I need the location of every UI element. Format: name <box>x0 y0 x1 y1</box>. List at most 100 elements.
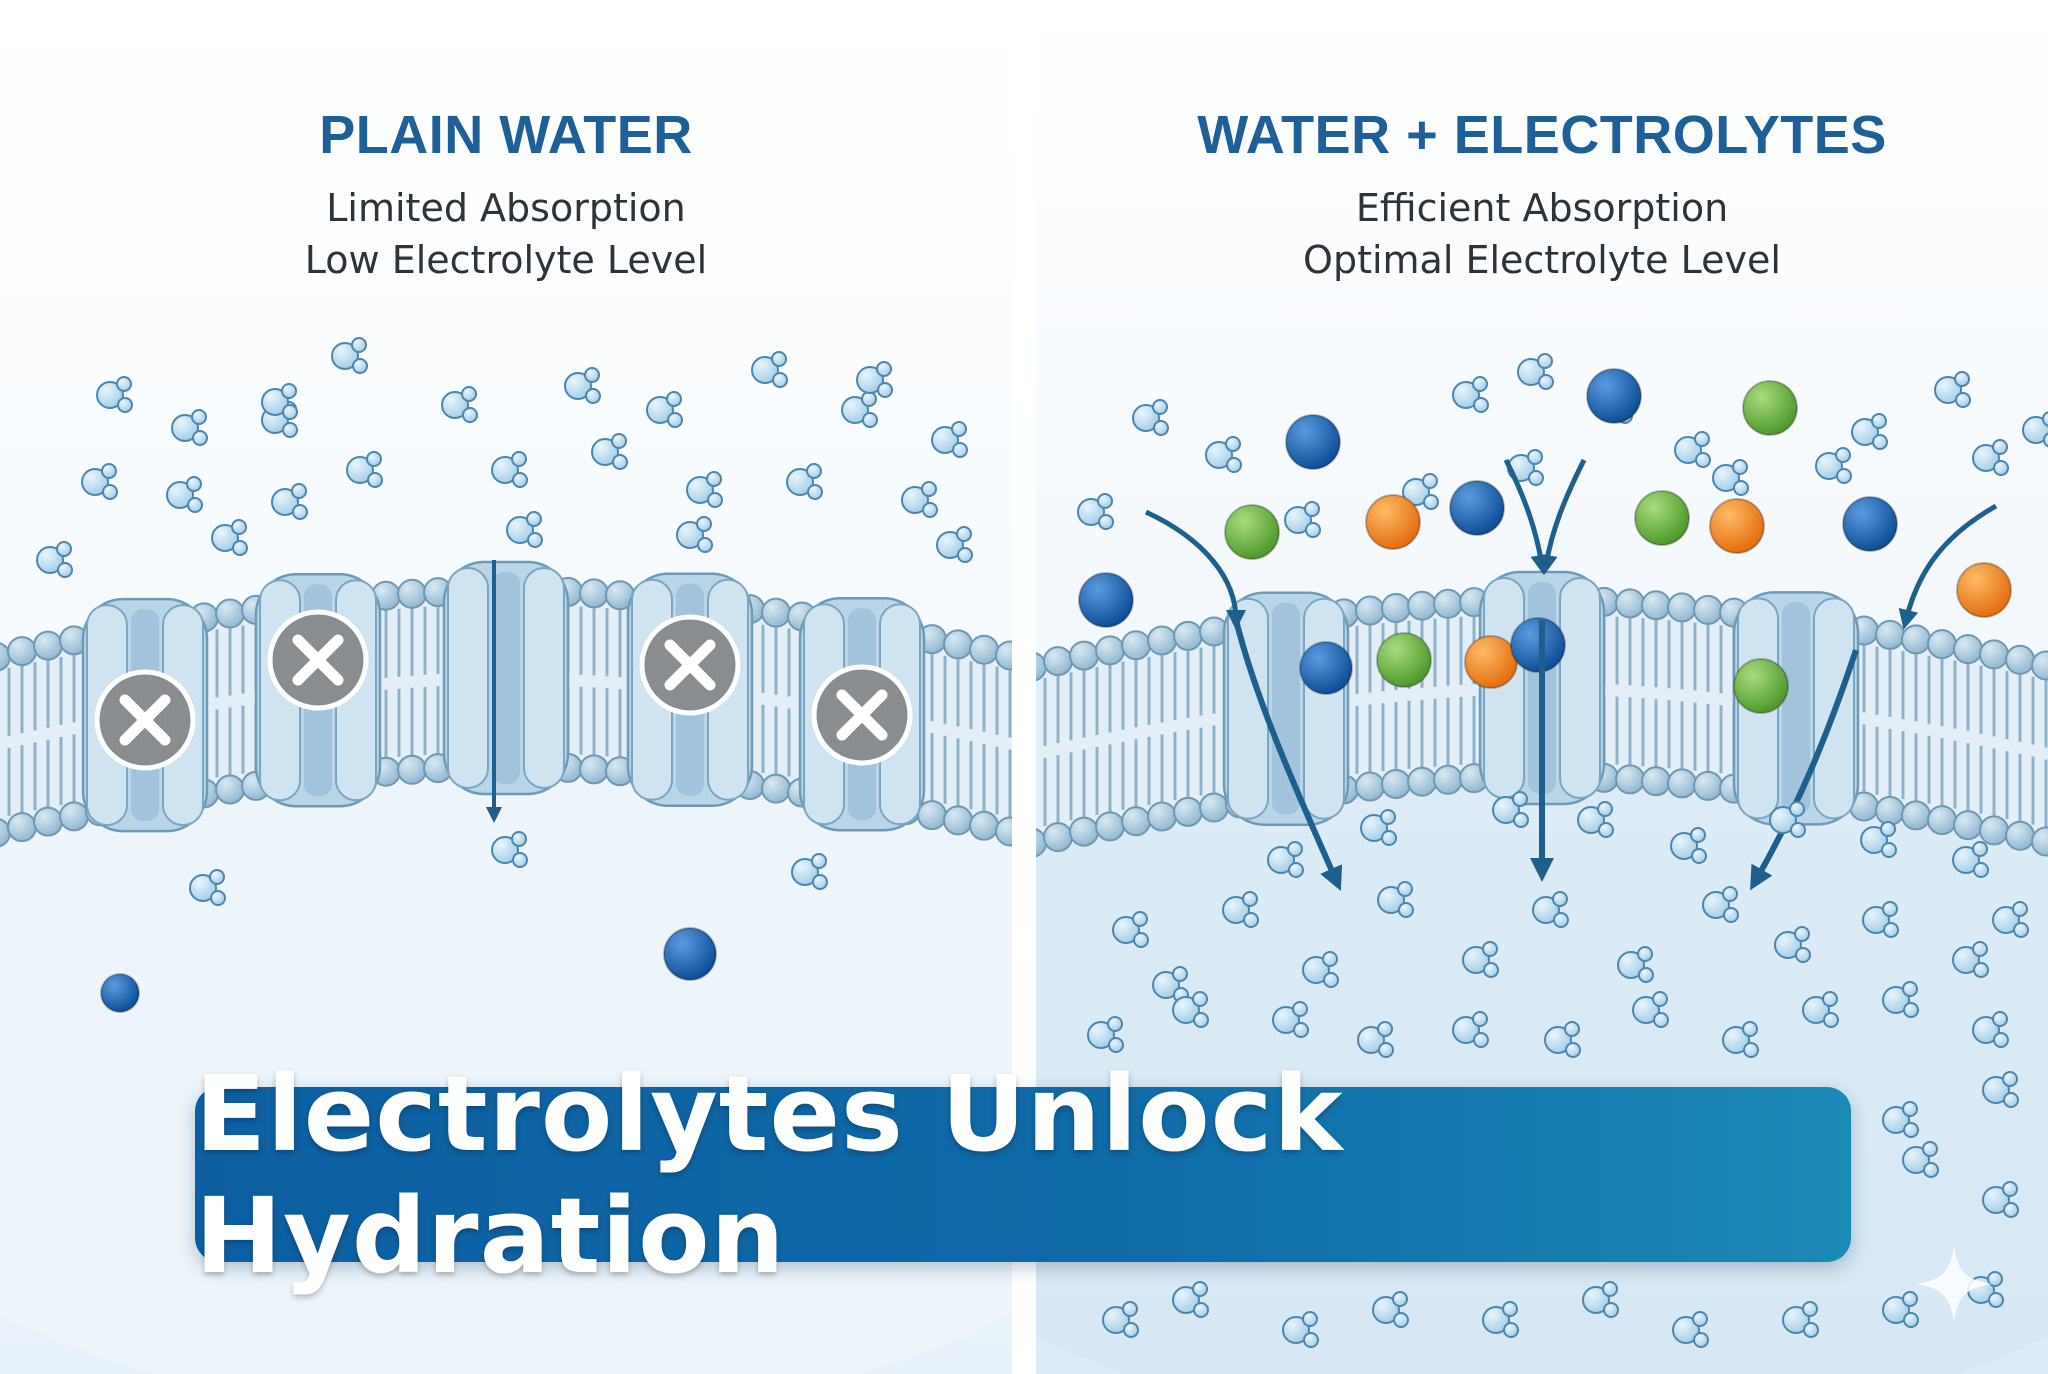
right-subtitle-line-2: Optimal Electrolyte Level <box>1036 234 2048 286</box>
lipid-head <box>1174 622 1202 650</box>
water-molecule-icon <box>507 512 542 547</box>
lipid-head <box>1928 806 1956 834</box>
water-molecule-icon <box>932 422 967 457</box>
water-molecule-icon <box>902 482 937 517</box>
ion-sphere-icon <box>1743 381 1797 435</box>
water-molecule-icon <box>172 410 207 445</box>
water-molecule-icon <box>347 452 382 487</box>
lipid-head <box>1694 772 1722 800</box>
ion-sphere-icon <box>1286 415 1340 469</box>
lipid-head <box>216 600 244 628</box>
water-molecule-icon <box>1852 414 1887 449</box>
lipid-head <box>1902 801 1930 829</box>
lipid-head <box>580 579 608 607</box>
banner: Electrolytes Unlock Hydration <box>195 1087 1851 1262</box>
lipid-head <box>34 632 62 660</box>
water-molecule-icon <box>647 392 682 427</box>
water-molecule-icon <box>1453 377 1488 412</box>
left-subtitle-line-2: Low Electrolyte Level <box>0 234 1012 286</box>
lipid-head <box>1044 647 1072 675</box>
lipid-head <box>1980 640 2008 668</box>
water-molecule-icon <box>2023 412 2048 447</box>
lipid-head <box>1616 765 1644 793</box>
right-header: WATER + ELECTROLYTES Efficient Absorptio… <box>1036 100 2048 286</box>
water-molecule-icon <box>687 472 722 507</box>
left-header: PLAIN WATER Limited Absorption Low Elect… <box>0 100 1012 286</box>
lipid-head <box>1200 794 1228 822</box>
water-molecule-icon <box>937 527 972 562</box>
ion-sphere-icon <box>1300 642 1352 694</box>
ion-sphere-icon <box>1734 659 1788 713</box>
lipid-head <box>1122 631 1150 659</box>
lipid-head <box>8 813 36 841</box>
water-molecule-icon <box>492 452 527 487</box>
lipid-head <box>1096 812 1124 840</box>
right-subtitle: Efficient Absorption Optimal Electrolyte… <box>1036 182 2048 286</box>
water-molecule-icon <box>1133 400 1168 435</box>
lipid-head <box>1954 635 1982 663</box>
water-molecule-icon <box>1206 437 1241 472</box>
lipid-head <box>8 637 36 665</box>
lipid-head <box>580 755 608 783</box>
channel-protein <box>444 562 568 794</box>
ion-sphere-icon <box>1587 369 1641 423</box>
x-circle-icon <box>270 612 366 708</box>
water-molecule-icon <box>1713 460 1748 495</box>
ion-sphere-icon <box>1366 495 1420 549</box>
lipid-head <box>1408 592 1436 620</box>
arrow-down-icon <box>1146 512 1236 620</box>
left-title: PLAIN WATER <box>0 100 1012 170</box>
lipid-head <box>970 636 998 664</box>
lipid-head <box>1148 626 1176 654</box>
ion-sphere-icon <box>1957 563 2011 617</box>
lipid-head <box>1070 818 1098 846</box>
ion-sphere-icon <box>1079 573 1133 627</box>
water-molecule-icon <box>332 338 367 373</box>
ion-sphere-icon <box>1465 636 1517 688</box>
lipid-head <box>1876 797 1904 825</box>
water-molecule-icon <box>1078 494 1113 529</box>
water-molecule-icon <box>677 517 712 552</box>
left-subtitle: Limited Absorption Low Electrolyte Level <box>0 182 1012 286</box>
lipid-head <box>2006 822 2034 850</box>
lipid-head <box>398 580 426 608</box>
lipid-head <box>1876 621 1904 649</box>
right-title: WATER + ELECTROLYTES <box>1036 100 2048 170</box>
lipid-head <box>1174 798 1202 826</box>
water-molecule-icon <box>272 484 307 519</box>
lipid-head <box>1668 769 1696 797</box>
water-molecule-icon <box>1816 448 1851 483</box>
ion-sphere-icon <box>1511 618 1565 672</box>
water-molecule-icon <box>857 362 892 397</box>
lipid-head <box>1148 802 1176 830</box>
lipid-head <box>1954 811 1982 839</box>
ion-sphere-icon <box>101 974 139 1012</box>
lipid-head <box>762 775 790 803</box>
lipid-head <box>1122 807 1150 835</box>
lipid-head <box>944 630 972 658</box>
right-subtitle-line-1: Efficient Absorption <box>1036 182 2048 234</box>
lipid-head <box>216 776 244 804</box>
x-circle-icon <box>642 617 738 713</box>
lipid-head <box>398 756 426 784</box>
ion-sphere-icon <box>1225 505 1279 559</box>
water-molecule-icon <box>1285 502 1320 537</box>
water-molecule-icon <box>1518 354 1553 389</box>
ion-sphere-icon <box>1710 499 1764 553</box>
left-subtitle-line-1: Limited Absorption <box>0 182 1012 234</box>
water-molecule-icon <box>97 377 132 412</box>
lipid-head <box>1694 596 1722 624</box>
lipid-head <box>1928 630 1956 658</box>
x-circle-icon <box>814 667 910 763</box>
lipid-head <box>944 806 972 834</box>
water-molecule-icon <box>1675 432 1710 467</box>
ion-sphere-icon <box>664 928 716 980</box>
water-molecule-icon <box>212 520 247 555</box>
lipid-head <box>1096 636 1124 664</box>
x-circle-icon <box>97 672 193 768</box>
ion-sphere-icon <box>1450 481 1504 535</box>
ion-sphere-icon <box>1635 491 1689 545</box>
water-molecule-icon <box>82 464 117 499</box>
water-molecule-icon <box>842 392 877 427</box>
lipid-head <box>1642 767 1670 795</box>
